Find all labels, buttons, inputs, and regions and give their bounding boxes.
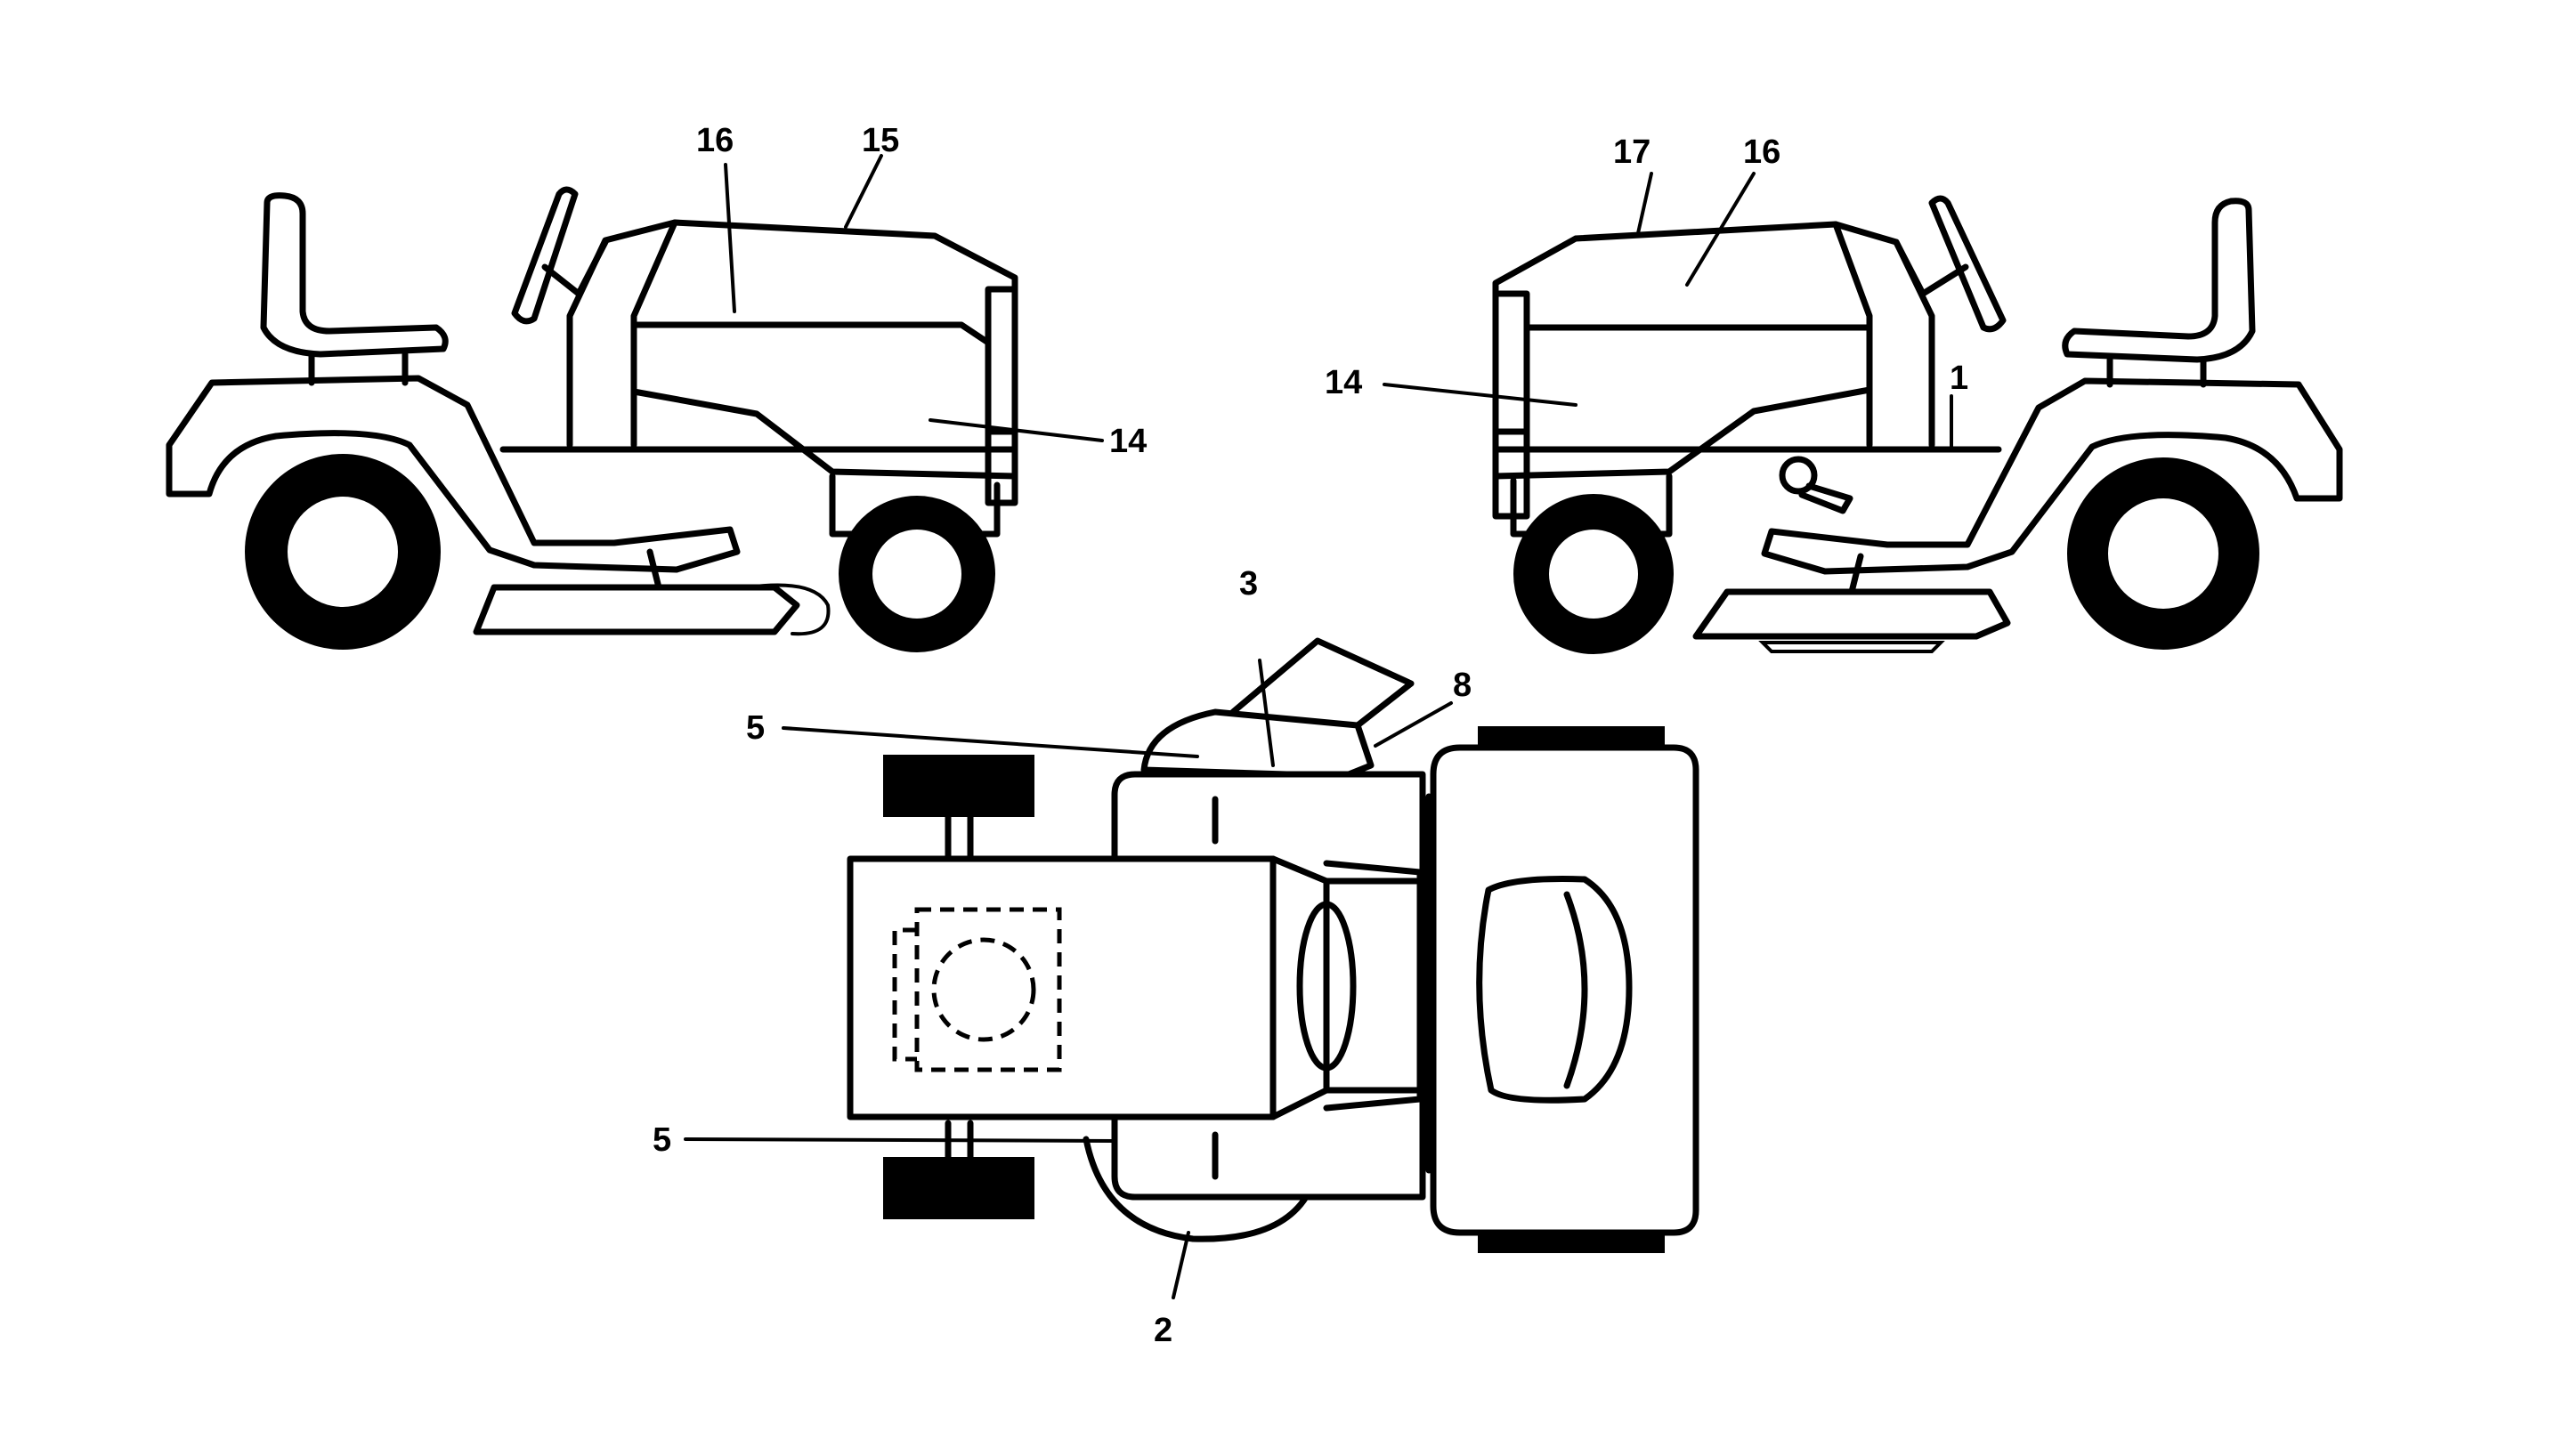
hood-front	[1832, 221, 1873, 449]
chute-extension	[1229, 637, 1415, 729]
brake-pedal	[1779, 456, 1818, 495]
leader-line	[844, 154, 883, 229]
grille-inner	[1563, 891, 1588, 1089]
right-side-view: 17 16 14 1	[1325, 133, 2343, 654]
front-wheel-hub	[872, 530, 961, 619]
callout-14: 14	[1325, 364, 1362, 401]
steering-wheel	[511, 186, 579, 325]
rear-wheel-hub	[2108, 498, 2218, 609]
brake-arm	[1798, 482, 1853, 514]
callout-16: 16	[696, 122, 734, 159]
deck-chute	[746, 583, 831, 636]
leader-line	[1383, 383, 1577, 407]
callout-2: 2	[1154, 1312, 1172, 1349]
leader-line	[1172, 1231, 1190, 1299]
hood-top-panel	[1323, 860, 1423, 1112]
rear-wheel-hub	[288, 497, 398, 607]
callout-1: 1	[1950, 360, 1968, 397]
steering-wheel	[1928, 195, 2007, 333]
seat-back-outline	[892, 927, 917, 1062]
callout-3: 3	[1239, 565, 1258, 603]
leader-line	[1685, 172, 1756, 287]
rear-fender	[166, 375, 741, 573]
leader-line	[1258, 659, 1275, 767]
hood	[1492, 221, 1935, 520]
deck-hanger	[646, 548, 662, 591]
leader-line	[929, 418, 1104, 442]
hood-line	[630, 321, 992, 346]
callout-16: 16	[1743, 133, 1780, 171]
hood-front	[630, 219, 678, 449]
leader-line	[724, 163, 736, 313]
hood-body-top	[1323, 878, 1432, 1094]
seat-cushion-outline	[931, 937, 1036, 1042]
hood-front-top	[1430, 744, 1699, 1236]
mower-deck	[473, 584, 800, 635]
top-view: 3 8 5 5 2	[653, 565, 1699, 1349]
front-wheel-hub	[1549, 530, 1638, 619]
hood-lower	[630, 388, 1018, 480]
leader-line	[782, 726, 1199, 758]
callout-5-upper: 5	[746, 709, 765, 747]
callout-14: 14	[1109, 423, 1147, 460]
seat	[260, 192, 449, 358]
callout-5-lower: 5	[653, 1121, 671, 1159]
mower-deck	[1692, 588, 2011, 640]
deck-skirt	[1758, 641, 1945, 653]
rear-axle	[945, 813, 974, 1161]
rear-tire-bottom	[883, 1157, 1034, 1219]
grille	[1476, 876, 1633, 1104]
leader-line	[684, 1137, 1116, 1143]
seat-outline	[914, 907, 1062, 1072]
hood-lower	[1492, 386, 1873, 480]
rear-tire-top	[883, 755, 1034, 817]
seat	[2062, 198, 2256, 363]
discharge-chute	[1140, 708, 1375, 780]
left-side-view: 16 15 14	[166, 122, 1147, 652]
deck-hanger	[1848, 553, 1864, 595]
rear-body-front	[1269, 855, 1330, 1120]
leader-line	[1374, 701, 1453, 748]
callout-8: 8	[1453, 667, 1472, 704]
callout-15: 15	[862, 122, 899, 159]
rear-fender	[1761, 377, 2343, 575]
mower-deck-lower	[1083, 1136, 1312, 1242]
hood	[566, 219, 1018, 506]
callout-17: 17	[1613, 133, 1650, 171]
leader-line	[1636, 172, 1653, 235]
